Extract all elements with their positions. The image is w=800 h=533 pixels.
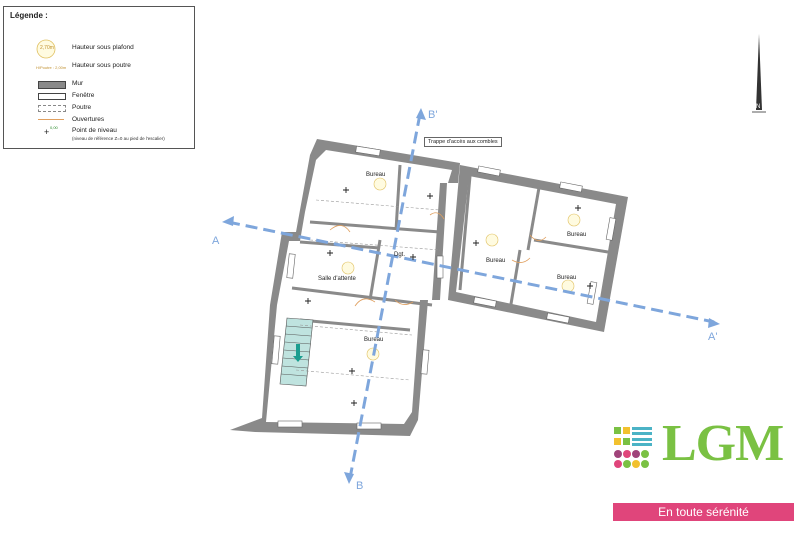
brand-tagline: En toute sérénité bbox=[613, 503, 794, 521]
room-bureau-right-bottom: Bureau bbox=[557, 275, 576, 281]
level-points bbox=[305, 187, 593, 406]
opening-symbol bbox=[38, 119, 64, 120]
section-label-b-prime: B' bbox=[428, 109, 437, 121]
section-label-b: B bbox=[356, 480, 363, 492]
room-dgt: Dgt. bbox=[394, 252, 405, 258]
legend-wall: Mur bbox=[72, 80, 84, 87]
beams bbox=[295, 199, 441, 381]
brand-name: LGM bbox=[662, 415, 784, 472]
level-point-value: 0,00 bbox=[50, 125, 58, 130]
wall-symbol bbox=[38, 81, 66, 89]
beam-height-value: H/Poutre : 2,00m bbox=[36, 65, 67, 70]
legend-window: Fenêtre bbox=[72, 92, 95, 99]
legend-ceiling: Hauteur sous plafond bbox=[72, 44, 134, 51]
legend-title: Légende : bbox=[10, 11, 48, 20]
room-bureau-center: Bureau bbox=[486, 258, 505, 264]
level-point-symbol: + bbox=[44, 127, 50, 137]
section-label-a-prime: A' bbox=[708, 331, 717, 343]
windows bbox=[271, 145, 617, 430]
walls-right bbox=[448, 165, 628, 332]
ceiling-height-symbol bbox=[36, 39, 56, 59]
attic-hatch-callout: Trappe d'accès aux combles bbox=[424, 137, 502, 147]
window-symbol bbox=[38, 93, 66, 100]
legend-level: Point de niveau bbox=[72, 127, 117, 134]
room-bureau-bottom: Bureau bbox=[364, 337, 383, 343]
floor-fill bbox=[266, 150, 452, 424]
brand-logo bbox=[614, 427, 652, 468]
section-arrows bbox=[222, 108, 720, 484]
legend-level-note: (niveau de référence Z=0 au pied de l'es… bbox=[72, 136, 165, 141]
north-arrow bbox=[752, 34, 766, 113]
ceiling-height-value: 2,70m bbox=[40, 45, 54, 51]
joist-symbol bbox=[38, 105, 66, 112]
legend: Légende : 2,70m Hauteur sous plafond H/P… bbox=[3, 6, 195, 149]
section-lines bbox=[227, 113, 715, 479]
legend-joist: Poutre bbox=[72, 104, 92, 111]
room-salle-attente: Salle d'attente bbox=[318, 276, 357, 282]
north-label: N bbox=[756, 104, 760, 110]
room-bureau-right-top: Bureau bbox=[567, 232, 586, 238]
legend-beam: Hauteur sous poutre bbox=[72, 62, 131, 69]
section-label-a: A bbox=[212, 235, 220, 247]
door-openings bbox=[329, 212, 547, 307]
legend-openings: Ouvertures bbox=[72, 116, 105, 123]
room-bureau-top: Bureau bbox=[366, 172, 385, 178]
staircase bbox=[279, 317, 314, 387]
brand-mark-icon bbox=[614, 427, 652, 468]
